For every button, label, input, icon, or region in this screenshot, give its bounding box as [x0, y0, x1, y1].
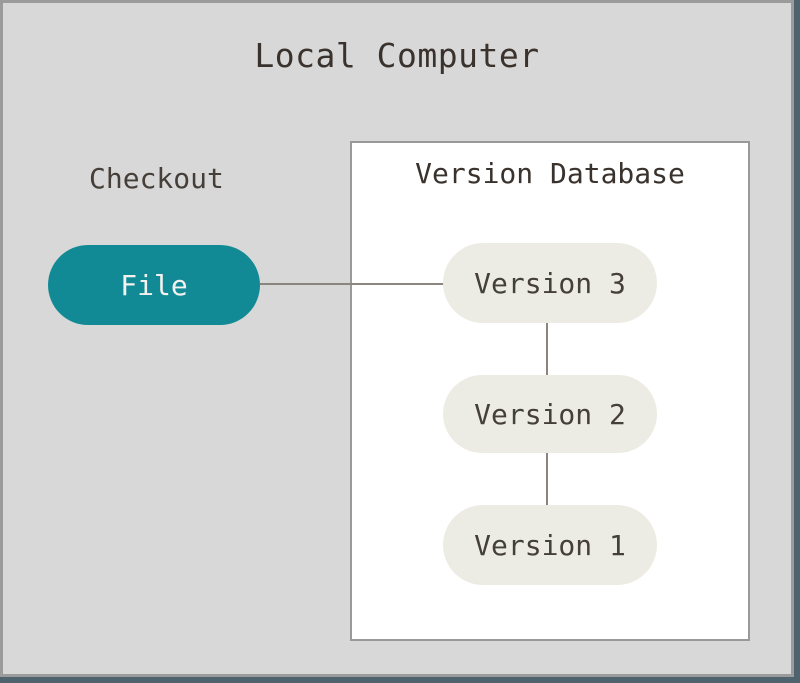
- diagram-title: Local Computer: [254, 36, 540, 75]
- file-node-label: File: [120, 268, 188, 302]
- version-1-node: Version 1: [443, 505, 657, 585]
- version-3-node: Version 3: [443, 243, 657, 323]
- version-3-label: Version 3: [474, 266, 626, 300]
- version-2-node: Version 2: [443, 375, 657, 453]
- version-2-label: Version 2: [474, 397, 626, 431]
- connector-file-version3: [260, 283, 446, 285]
- connector-version3-version2: [546, 323, 548, 377]
- file-node: File: [48, 245, 260, 325]
- connector-version2-version1: [546, 452, 548, 507]
- version-1-label: Version 1: [474, 528, 626, 562]
- version-database-title: Version Database: [415, 157, 685, 190]
- checkout-label: Checkout: [89, 162, 224, 195]
